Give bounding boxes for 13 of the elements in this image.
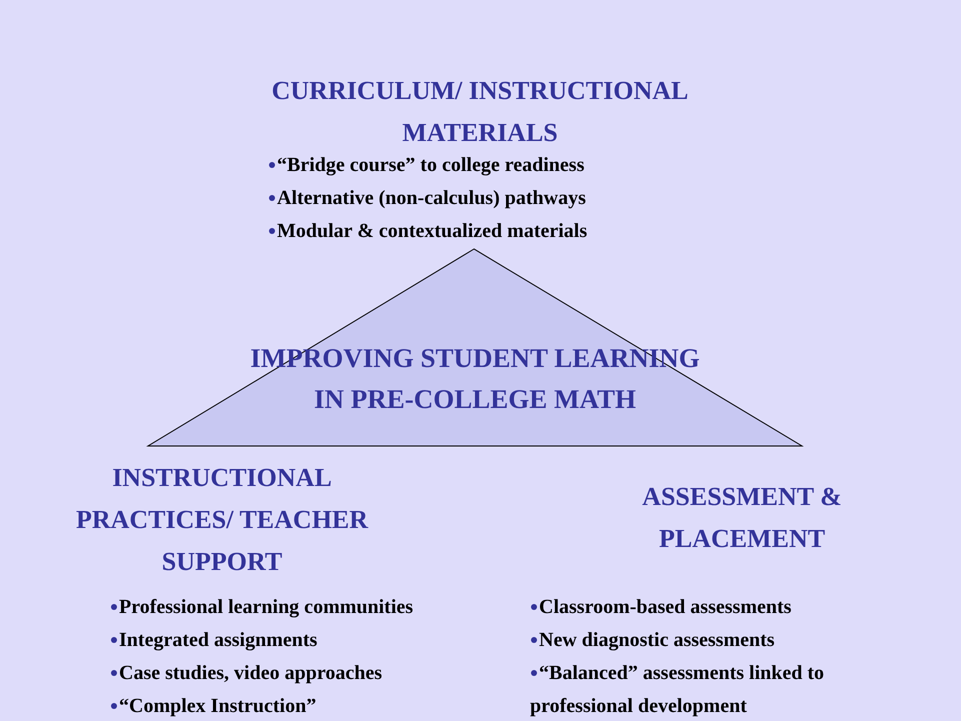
section-heading: ASSESSMENT & PLACEMENT [641,481,843,555]
bullet-item: Modular & contextualized materials [268,215,688,248]
section-heading: CURRICULUM/ INSTRUCTIONAL MATERIALS [270,75,690,149]
bullet-item: Integrated assignments [110,624,510,657]
bullet-item: “Balanced” assessments linked to professional development [530,661,826,719]
bullet-item: Alternative (non-calculus) pathways [268,182,688,215]
bullet-item: Classroom-based assessments [530,591,950,624]
bullet-item: Case studies, video approaches [110,657,510,690]
bullet-item: “Bridge course” to college readiness [268,149,688,182]
bullet-item: Professional learning communities [110,591,510,624]
bullet-item: New diagnostic assessments [530,624,950,657]
bullet-item: “Complex Instruction” [110,690,510,721]
section-heading: INSTRUCTIONAL PRACTICES/ TEACHER SUPPORT [74,462,370,578]
